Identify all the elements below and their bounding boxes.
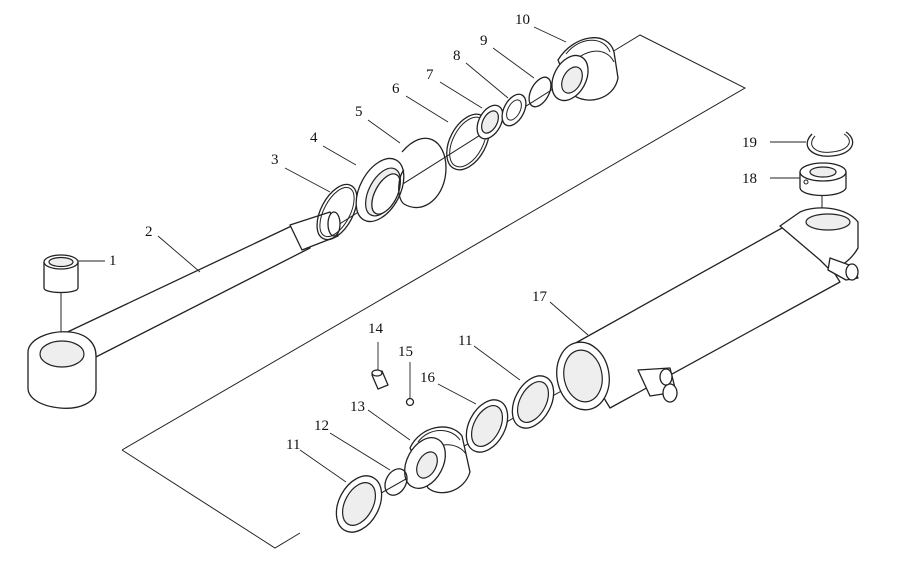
piston-seal-part-upper [511, 375, 555, 429]
label-11b: 11 [286, 437, 300, 453]
leader-11b [299, 449, 347, 483]
open-ring-part [398, 137, 447, 209]
leader-16 [437, 383, 477, 405]
label-4: 4 [310, 130, 318, 146]
label-12: 12 [314, 418, 329, 434]
piston-part [404, 426, 471, 494]
leader-3 [284, 167, 331, 193]
label-8: 8 [453, 48, 461, 64]
label-3: 3 [271, 152, 279, 168]
label-2: 2 [145, 224, 153, 240]
snap-ring-part [316, 183, 358, 241]
label-6: 6 [392, 81, 400, 97]
label-14: 14 [368, 321, 384, 337]
leader-7 [439, 81, 483, 109]
label-1: 1 [109, 253, 117, 269]
circlip-part [806, 131, 854, 157]
wear-ring-part [465, 399, 509, 453]
washer-part [501, 93, 527, 127]
label-5: 5 [355, 104, 363, 120]
leader-6 [405, 95, 449, 123]
seal-ring-part [476, 104, 504, 140]
leader-13 [367, 409, 411, 441]
gland-head-part [551, 37, 619, 102]
leader-10 [533, 26, 567, 43]
leader-5 [367, 119, 401, 144]
leader-17 [549, 301, 589, 336]
nut-part [799, 162, 847, 197]
leader-4 [322, 145, 357, 166]
label-15: 15 [398, 344, 413, 360]
leader-11a [473, 345, 521, 381]
label-16: 16 [420, 370, 436, 386]
upper-boundary-lines [121, 34, 747, 451]
small-o-ring-part [384, 468, 408, 496]
leader-9 [492, 47, 535, 79]
label-18: 18 [742, 171, 757, 187]
retaining-ring-part [528, 76, 552, 108]
label-19: 19 [742, 135, 757, 151]
lower-boundary-lines [121, 449, 301, 549]
cylinder-barrel-part [556, 207, 859, 411]
leader-8 [465, 62, 509, 99]
label-13: 13 [350, 399, 365, 415]
piston-rod-part [27, 211, 341, 409]
label-7: 7 [426, 67, 434, 83]
label-9: 9 [480, 33, 488, 49]
leader-12 [329, 432, 391, 471]
pin-part [371, 369, 389, 390]
label-17: 17 [532, 289, 548, 305]
guide-sleeve-part [355, 157, 405, 223]
label-10: 10 [515, 12, 530, 28]
ball-part [405, 397, 415, 407]
bushing-part [43, 254, 79, 294]
leader-2 [157, 235, 201, 273]
piston-seal-part-lower [335, 475, 383, 533]
label-11a: 11 [458, 333, 472, 349]
